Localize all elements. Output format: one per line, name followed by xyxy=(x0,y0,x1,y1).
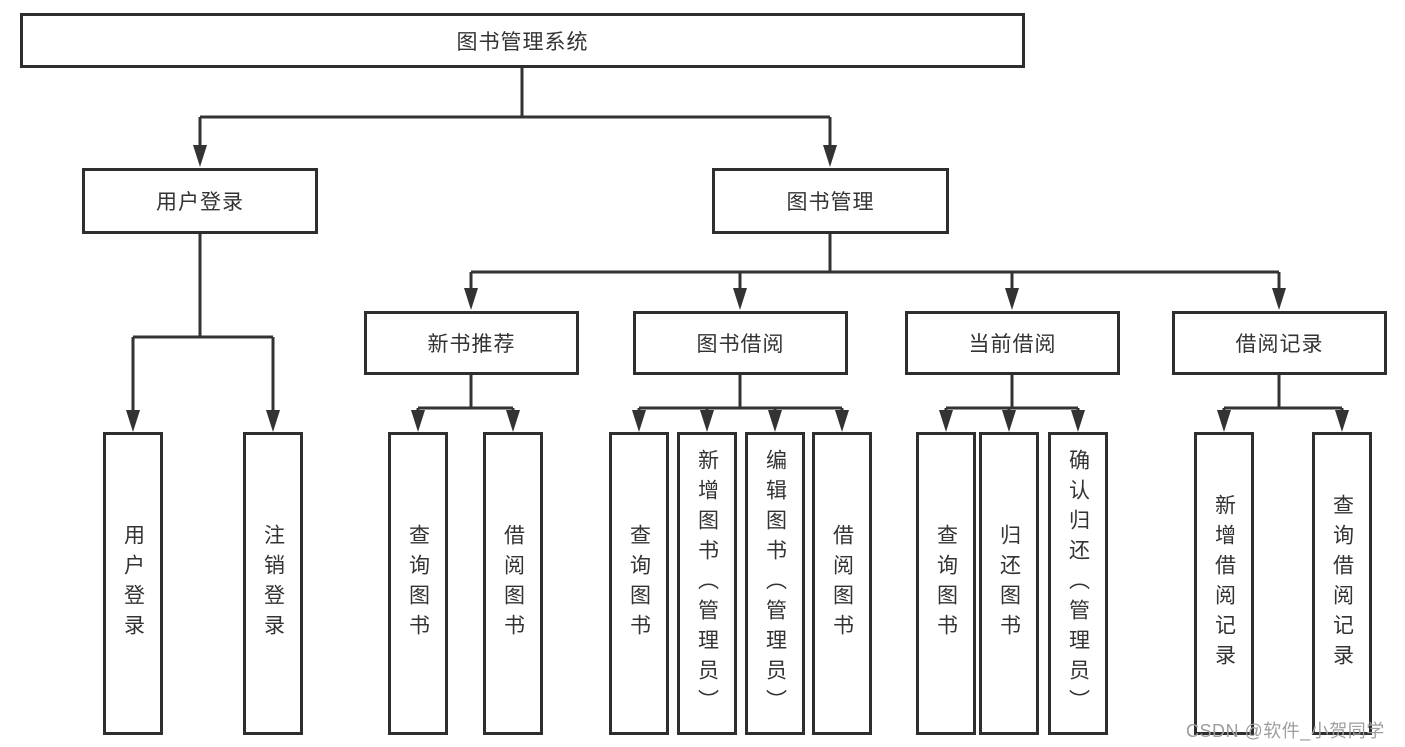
node-return-books: 归还图书 xyxy=(979,432,1039,735)
arrowhead-icon xyxy=(506,410,520,432)
node-edit-books-admin: 编辑图书（管理员） xyxy=(745,432,805,735)
node-label: 注销登录 xyxy=(261,523,285,644)
node-confirm-return-admin: 确认归还（管理员） xyxy=(1048,432,1108,735)
node-label: 用户登录 xyxy=(156,191,244,214)
arrowhead-icon xyxy=(939,410,953,432)
node-new-book-recommend: 新书推荐 xyxy=(364,311,579,375)
node-current-query-books: 查询图书 xyxy=(916,432,976,735)
node-borrow-records: 借阅记录 xyxy=(1172,311,1387,375)
node-current-borrow: 当前借阅 xyxy=(905,311,1120,375)
arrowhead-icon xyxy=(700,410,714,432)
arrowhead-icon xyxy=(464,288,478,310)
watermark: CSDN @软件_小贺同学 xyxy=(1186,721,1385,741)
arrowhead-icon xyxy=(1005,288,1019,310)
arrowheads xyxy=(126,145,1349,432)
node-label: 查询借阅记录 xyxy=(1330,493,1354,674)
arrowhead-icon xyxy=(126,410,140,432)
arrowhead-icon xyxy=(768,410,782,432)
arrowhead-icon xyxy=(1002,410,1016,432)
node-label: 查询图书 xyxy=(934,523,958,644)
node-label: 编辑图书（管理员） xyxy=(763,448,787,719)
node-add-borrow-record: 新增借阅记录 xyxy=(1194,432,1254,735)
node-label: 归还图书 xyxy=(997,523,1021,644)
arrowhead-icon xyxy=(1335,410,1349,432)
node-label: 查询图书 xyxy=(627,523,651,644)
arrowhead-icon xyxy=(1071,410,1085,432)
arrowhead-icon xyxy=(266,410,280,432)
node-label: 图书借阅 xyxy=(696,333,785,356)
node-label: 图书管理系统 xyxy=(456,30,589,54)
node-query-borrow-record: 查询借阅记录 xyxy=(1312,432,1372,735)
arrowhead-icon xyxy=(1217,410,1231,432)
node-label: 新增借阅记录 xyxy=(1212,493,1236,674)
node-label: 当前借阅 xyxy=(968,333,1057,356)
node-user-login: 用户登录 xyxy=(82,168,318,234)
arrowhead-icon xyxy=(632,410,646,432)
arrowhead-icon xyxy=(1272,288,1286,310)
node-label: 用户登录 xyxy=(121,523,145,644)
node-add-books-admin: 新增图书（管理员） xyxy=(677,432,737,735)
connector-paths xyxy=(131,68,1344,412)
node-book-borrow: 图书借阅 xyxy=(633,311,848,375)
arrowhead-icon xyxy=(193,145,207,167)
node-label: 借阅图书 xyxy=(830,523,854,644)
node-label: 查询图书 xyxy=(406,523,430,644)
node-borrow-borrow-books: 借阅图书 xyxy=(812,432,872,735)
node-label: 借阅图书 xyxy=(501,523,525,644)
node-book-management: 图书管理 xyxy=(712,168,949,234)
arrowhead-icon xyxy=(823,145,837,167)
node-user-login-action: 用户登录 xyxy=(103,432,163,735)
node-label: 借阅记录 xyxy=(1235,333,1324,356)
node-library-system: 图书管理系统 xyxy=(20,13,1025,68)
arrowhead-icon xyxy=(733,288,747,310)
node-recommend-query-books: 查询图书 xyxy=(388,432,448,735)
arrowhead-icon xyxy=(835,410,849,432)
node-label: 图书管理 xyxy=(786,191,875,214)
node-borrow-query-books: 查询图书 xyxy=(609,432,669,735)
node-label: 新书推荐 xyxy=(427,333,516,356)
node-recommend-borrow-books: 借阅图书 xyxy=(483,432,543,735)
node-logout-action: 注销登录 xyxy=(243,432,303,735)
node-label: 确认归还（管理员） xyxy=(1066,448,1090,719)
node-label: 新增图书（管理员） xyxy=(695,448,719,719)
arrowhead-icon xyxy=(411,410,425,432)
